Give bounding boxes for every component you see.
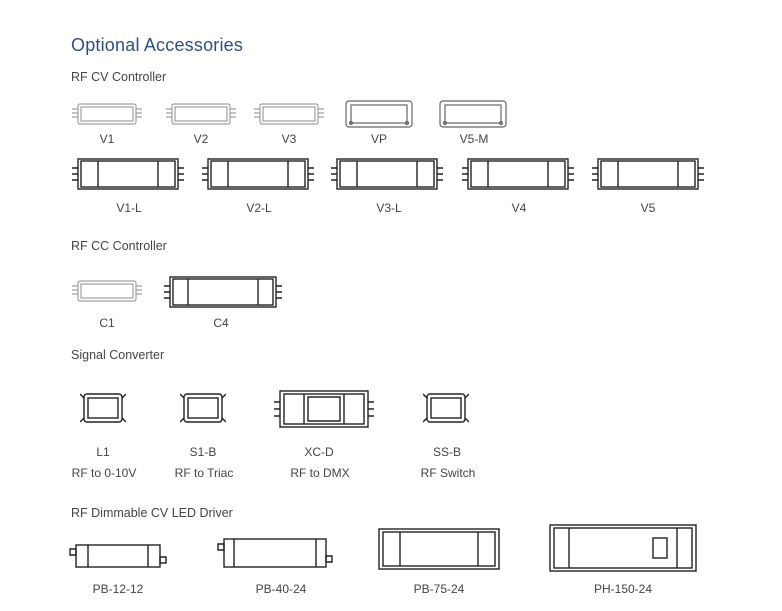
label-v5m: V5-M [459, 132, 489, 146]
driver-icon [68, 541, 168, 571]
label-v5: V5 [640, 201, 656, 215]
controller-long-icon [592, 157, 704, 191]
controller-long-icon [331, 157, 443, 191]
label-c1: C1 [99, 316, 115, 330]
desc-l1: RF to 0-10V [71, 466, 137, 480]
dmx-converter-icon [274, 388, 374, 430]
desc-xcd: RF to DMX [290, 466, 350, 480]
label-vp: VP [370, 132, 388, 146]
controller-small-icon [166, 102, 236, 126]
label-v1l: V1-L [116, 201, 142, 215]
label-v2: V2 [193, 132, 209, 146]
label-ssb: SS-B [432, 445, 462, 459]
label-c4: C4 [213, 316, 229, 330]
label-ph-150-24: PH-150-24 [593, 582, 653, 596]
section-heading-driver: RF Dimmable CV LED Driver [71, 506, 233, 520]
controller-small-icon [72, 102, 142, 126]
label-l1: L1 [96, 445, 110, 459]
desc-s1b: RF to Triac [174, 466, 234, 480]
label-v4: V4 [511, 201, 527, 215]
label-xcd: XC-D [304, 445, 334, 459]
converter-square-icon [423, 390, 469, 426]
controller-small-icon [344, 99, 414, 129]
section-heading-rf-cc: RF CC Controller [71, 239, 167, 253]
label-pb-12-12: PB-12-12 [92, 582, 144, 596]
label-s1b: S1-B [189, 445, 217, 459]
section-heading-signal: Signal Converter [71, 348, 165, 362]
label-v1: V1 [99, 132, 115, 146]
driver-icon [549, 524, 697, 572]
page-title: Optional Accessories [71, 35, 244, 55]
section-heading-rf-cv: RF CV Controller [71, 70, 167, 84]
desc-ssb: RF Switch [420, 466, 476, 480]
controller-small-icon [438, 99, 508, 129]
controller-long-icon [164, 275, 282, 309]
converter-square-icon [80, 390, 126, 426]
label-v3: V3 [281, 132, 297, 146]
label-pb-40-24: PB-40-24 [255, 582, 307, 596]
controller-small-icon [72, 279, 142, 303]
controller-small-icon [254, 102, 324, 126]
label-v2l: V2-L [246, 201, 272, 215]
controller-long-icon [462, 157, 574, 191]
label-v3l: V3-L [376, 201, 402, 215]
converter-square-icon [180, 390, 226, 426]
label-pb-75-24: PB-75-24 [413, 582, 465, 596]
controller-long-icon [72, 157, 184, 191]
driver-icon [378, 528, 500, 570]
driver-icon [216, 535, 334, 571]
controller-long-icon [202, 157, 314, 191]
